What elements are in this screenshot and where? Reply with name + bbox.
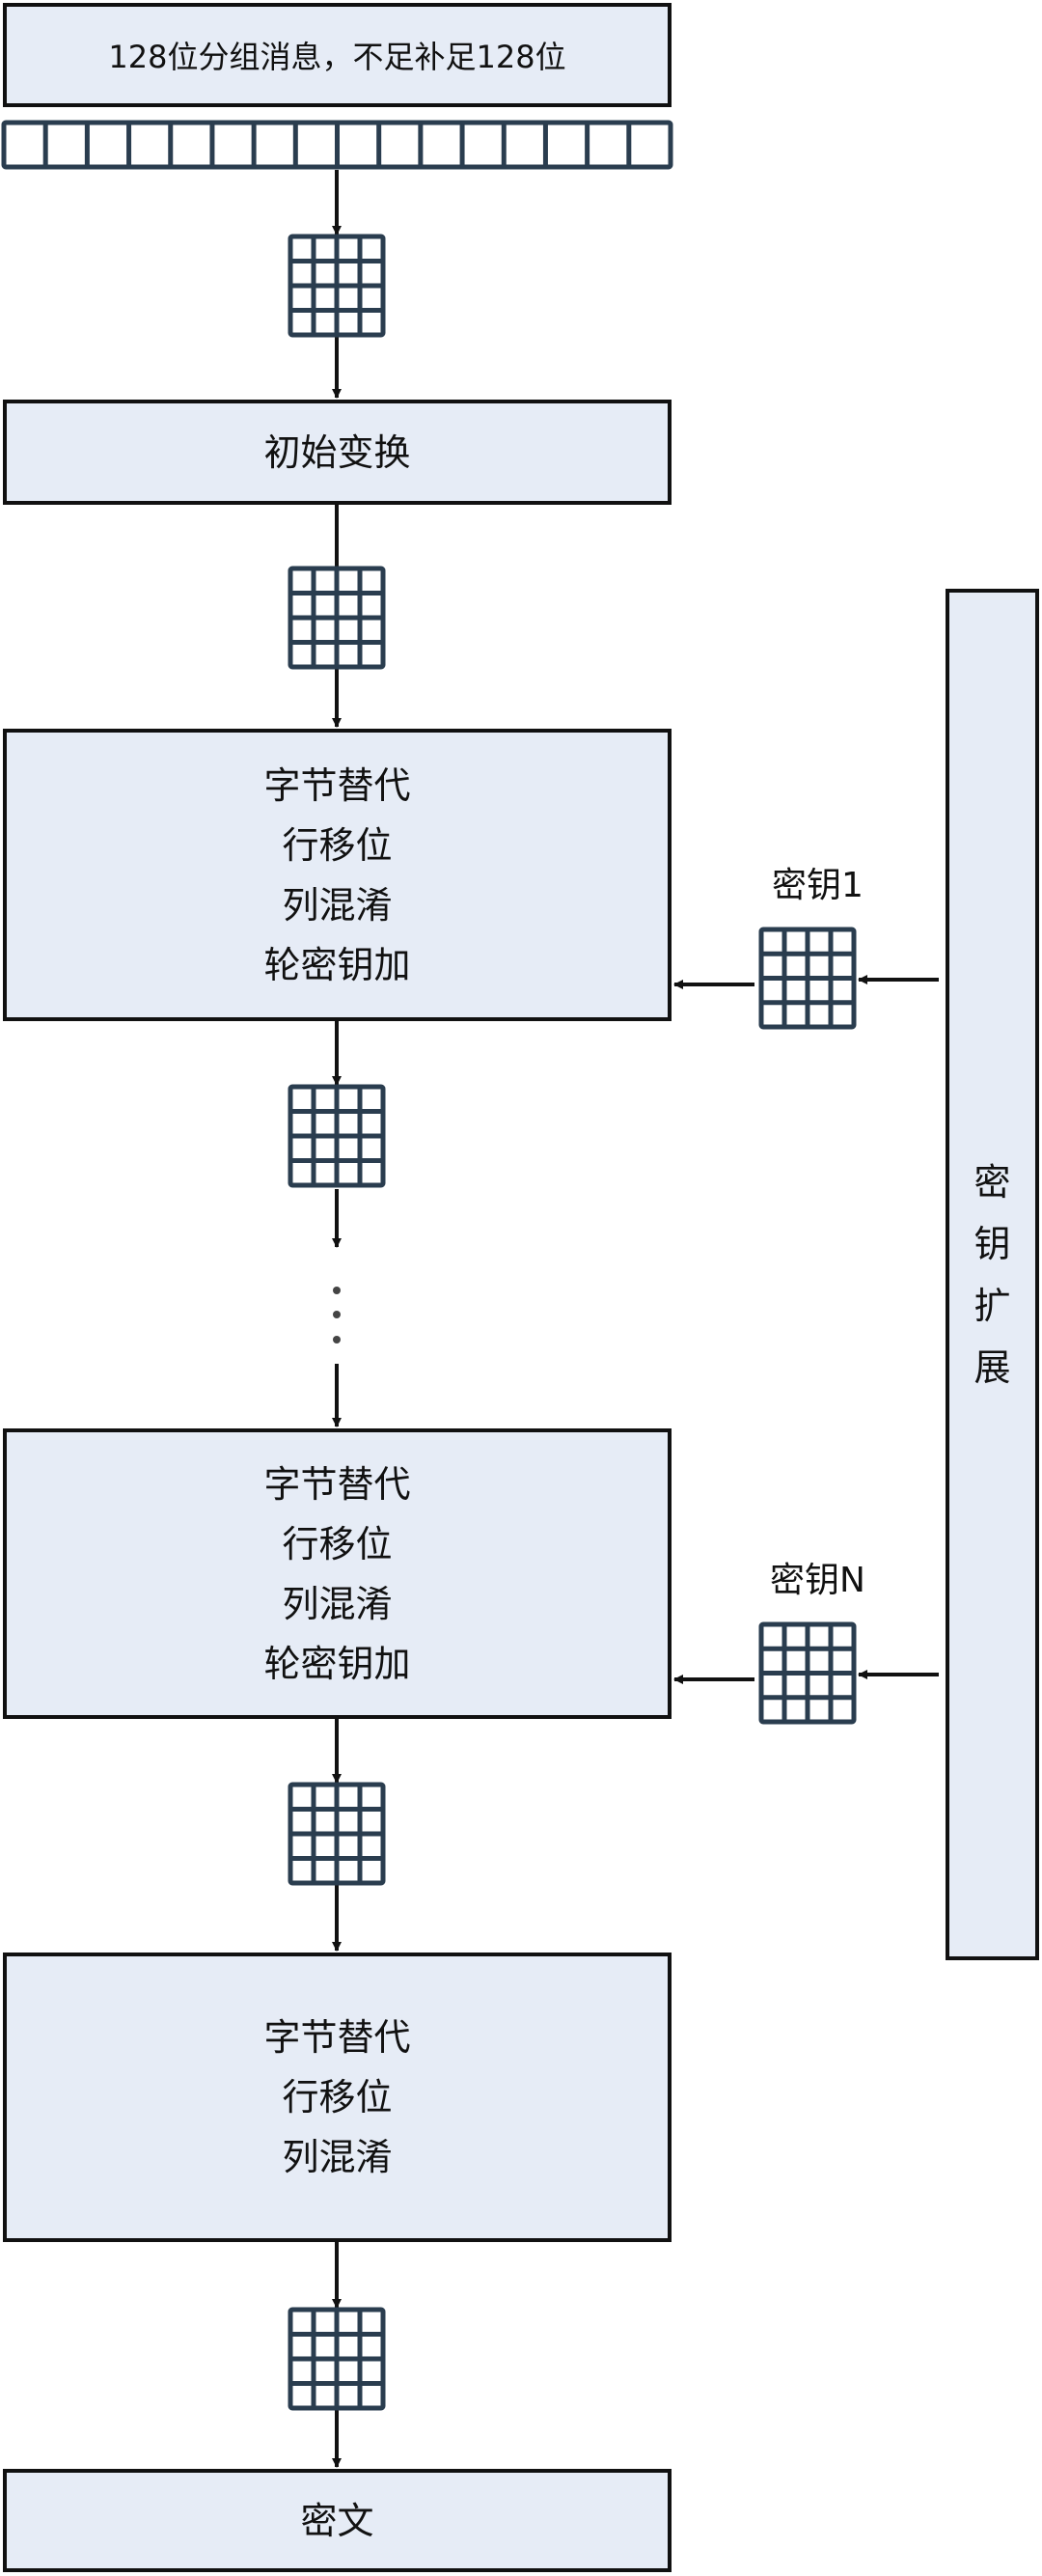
step-subbytes: 字节替代	[263, 2016, 411, 2059]
step-addroundkey: 轮密钥加	[263, 1642, 411, 1685]
state-matrix-icon	[288, 1782, 386, 1886]
round-key-n-matrix-icon	[758, 1621, 857, 1725]
key-expansion-char: 密	[973, 1160, 1011, 1204]
initial-transform-label: 初始变换	[263, 430, 411, 474]
round-key-1-matrix-icon	[758, 927, 857, 1030]
state-matrix-icon	[288, 1084, 386, 1188]
input-block-box: 128位分组消息，不足补足128位	[3, 3, 672, 107]
step-shiftrows: 行移位	[282, 823, 393, 867]
key-expansion-char: 钥	[973, 1222, 1011, 1265]
step-shiftrows: 行移位	[282, 2076, 393, 2119]
state-matrix-icon	[288, 566, 386, 670]
step-mixcolumns: 列混淆	[282, 883, 393, 927]
key-n-label: 密钥N	[770, 1561, 865, 1600]
round-first-box: 字节替代 行移位 列混淆 轮密钥加	[3, 729, 672, 1021]
input-block-label: 128位分组消息，不足补足128位	[108, 39, 566, 75]
ellipsis-dot	[333, 1287, 341, 1294]
state-matrix-icon	[288, 234, 386, 338]
ellipsis-dot	[333, 1336, 341, 1343]
ciphertext-box: 密文	[3, 2469, 672, 2572]
bit-strip	[1, 120, 673, 170]
step-mixcolumns: 列混淆	[282, 1582, 393, 1625]
step-shiftrows: 行移位	[282, 1522, 393, 1565]
key-expansion-char: 展	[973, 1345, 1011, 1389]
step-addroundkey: 轮密钥加	[263, 943, 411, 986]
key-expansion-char: 扩	[973, 1284, 1011, 1327]
round-final-box: 字节替代 行移位 列混淆	[3, 1953, 672, 2242]
step-mixcolumns: 列混淆	[282, 2136, 393, 2178]
ellipsis-dot	[333, 1311, 341, 1318]
state-matrix-icon	[288, 2307, 386, 2411]
round-n-box: 字节替代 行移位 列混淆 轮密钥加	[3, 1428, 672, 1719]
step-subbytes: 字节替代	[263, 1462, 411, 1506]
ciphertext-label: 密文	[300, 2499, 374, 2542]
key-expansion-box: 密 钥 扩 展	[946, 589, 1039, 1960]
step-subbytes: 字节替代	[263, 763, 411, 807]
initial-transform-box: 初始变换	[3, 400, 672, 505]
key-1-label: 密钥1	[772, 866, 864, 905]
